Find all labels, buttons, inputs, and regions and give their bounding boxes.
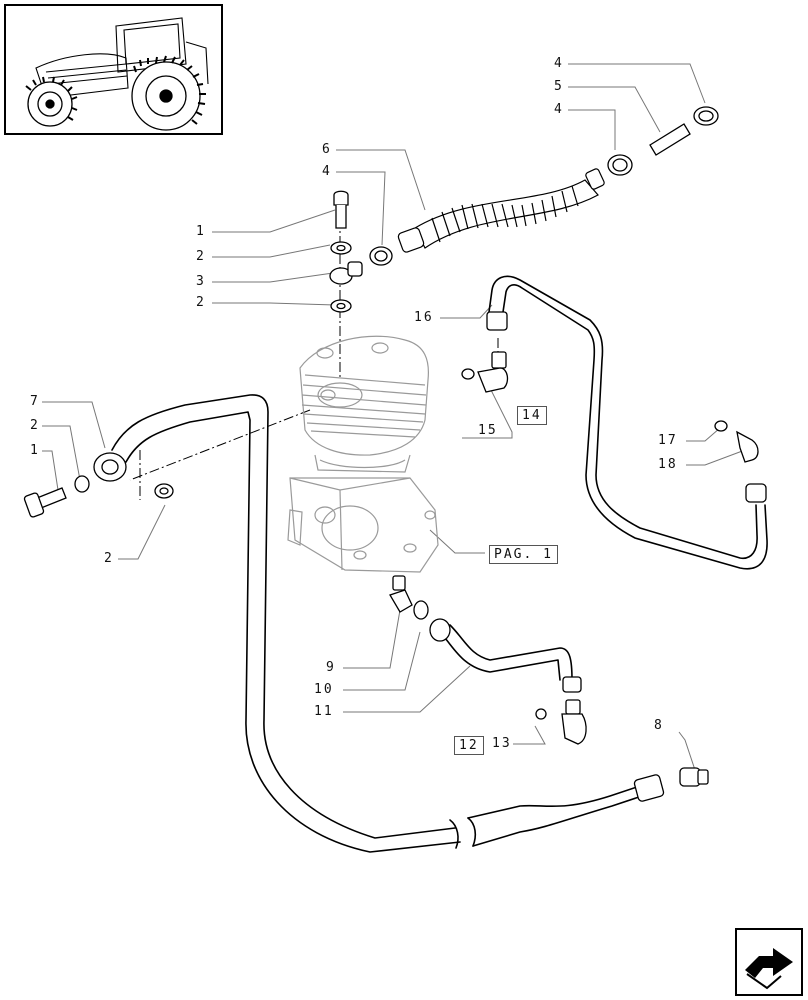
leader-lines [42,63,746,771]
corrugated-hose [397,168,605,253]
callout-1: 1 [196,224,206,239]
callout-11: 11 [314,704,334,719]
callout-10: 10 [314,682,334,697]
reference-box-12[interactable]: 12 [454,736,484,755]
page-reference-box[interactable]: PAG. 1 [489,545,558,564]
callout-2: 2 [196,295,206,310]
callout-2: 2 [196,249,206,264]
callout-2: 2 [104,551,114,566]
callout-17: 17 [658,433,678,448]
next-page-arrow-icon [745,948,793,990]
tractor-thumbnail [4,4,223,135]
callout-3: 3 [196,274,206,289]
callout-2: 2 [30,418,40,433]
next-page-button[interactable] [735,928,803,996]
callout-9: 9 [326,660,336,675]
callout-4: 4 [554,56,564,71]
pipes [111,275,768,853]
callout-4: 4 [322,164,332,179]
reference-box-14[interactable]: 14 [517,406,547,425]
tractor-thumbnail-icon [25,17,209,131]
callout-18: 18 [658,457,678,472]
callout-1: 1 [30,443,40,458]
centre-lines [129,200,499,500]
fittings [23,106,767,802]
callout-4: 4 [554,102,564,117]
callout-5: 5 [554,79,564,94]
callout-7: 7 [30,394,40,409]
callout-13: 13 [492,736,512,751]
air-compressor [287,335,439,573]
callout-6: 6 [322,142,332,157]
callout-15: 15 [478,423,498,438]
callout-16: 16 [414,310,434,325]
callout-8: 8 [654,718,664,733]
